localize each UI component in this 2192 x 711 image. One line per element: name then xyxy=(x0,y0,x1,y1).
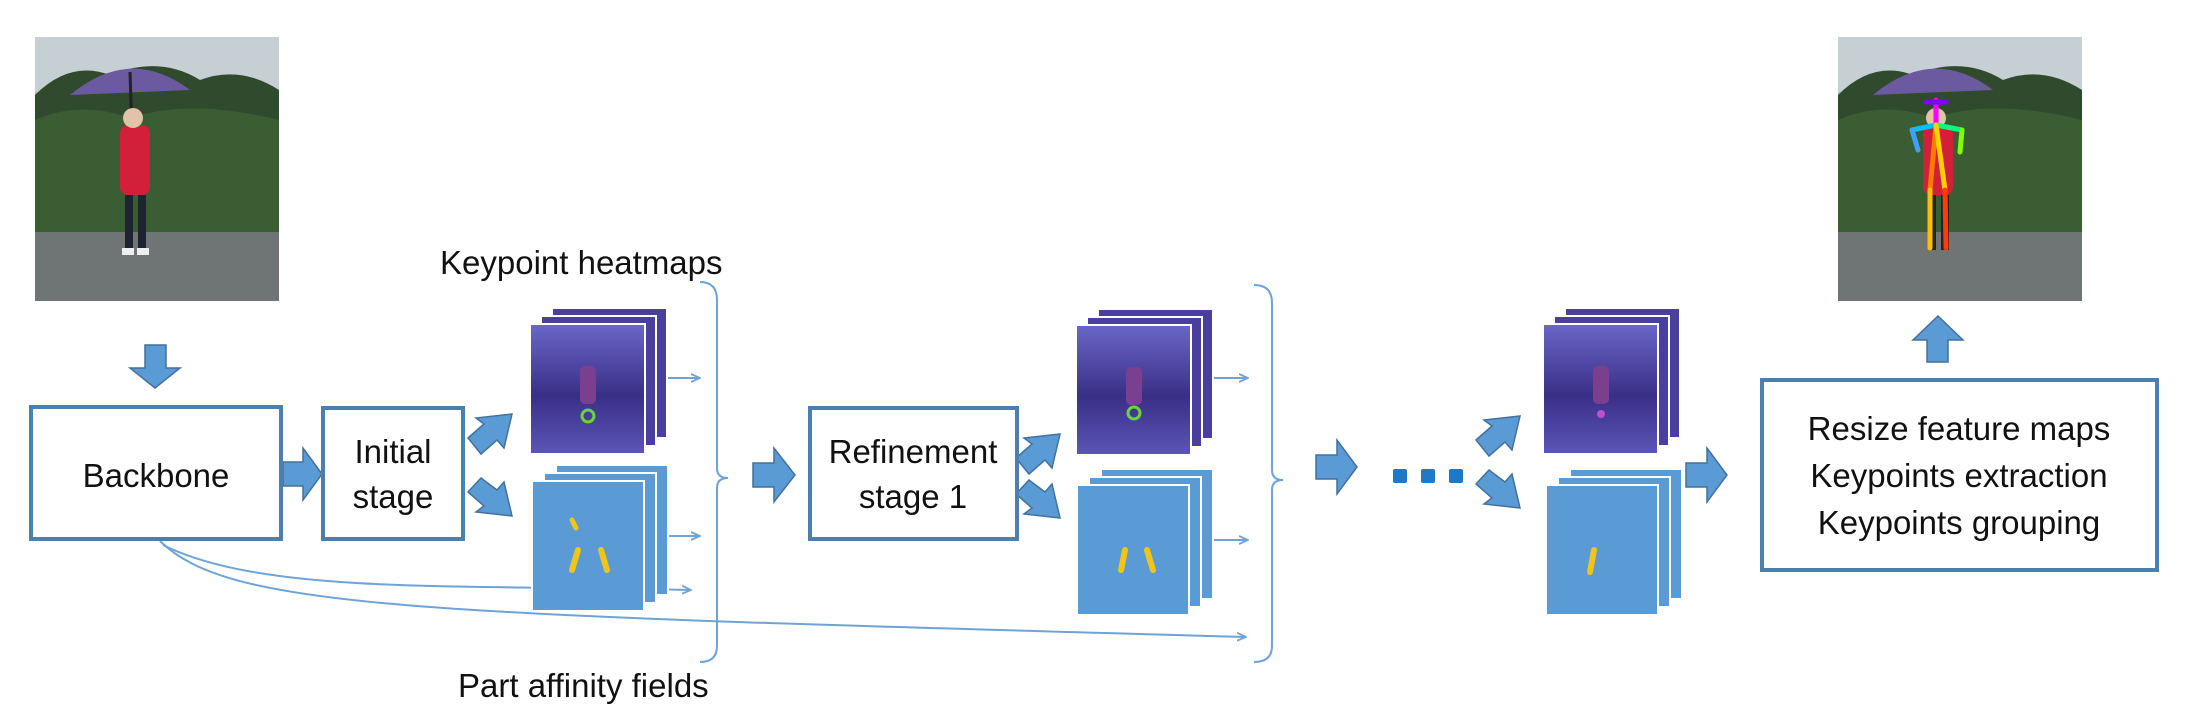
ellipsis-dots-icon xyxy=(1393,469,1463,483)
paf-stack-stageN xyxy=(1545,468,1683,616)
refinement-stage-label-line2: stage 1 xyxy=(859,478,967,515)
bracket-stage1 xyxy=(1253,284,1284,663)
heatmap-stack-stageN xyxy=(1542,307,1681,455)
pose-skeleton xyxy=(1909,97,1965,251)
post-label-line3: Keypoints grouping xyxy=(1818,504,2101,541)
bracket-stage0 xyxy=(699,281,729,663)
post-processing-box: Resize feature maps Keypoints extraction… xyxy=(1760,378,2159,572)
part-affinity-fields-label: Part affinity fields xyxy=(458,667,709,704)
arrow-stage1-to-next xyxy=(1315,437,1358,497)
refinement-stage-box: Refinement stage 1 xyxy=(808,406,1019,541)
paf-stack-stage1 xyxy=(1076,468,1214,616)
arrow-next-to-pafs xyxy=(1474,468,1521,509)
initial-stage-label-line2: stage xyxy=(353,478,434,515)
output-image xyxy=(1838,37,2082,301)
skip-line-to-stage1 xyxy=(159,540,1246,637)
arrow-refinement-to-heatmaps xyxy=(1014,433,1061,476)
arrow-stage0-to-refinement xyxy=(752,445,796,505)
initial-stage-label-line1: Initial xyxy=(354,433,431,470)
input-image xyxy=(35,37,279,301)
post-label-line1: Resize feature maps xyxy=(1808,410,2111,447)
arrow-last-stage-to-post xyxy=(1685,445,1728,505)
arrow-post-to-output xyxy=(1911,314,1965,363)
keypoint-heatmaps-label: Keypoint heatmaps xyxy=(440,244,723,281)
heatmap-stack-stage0 xyxy=(529,307,668,455)
heatmap-stack-stage1 xyxy=(1075,308,1214,456)
arrow-next-to-heatmaps xyxy=(1474,415,1521,458)
arrow-backbone-to-initial xyxy=(282,445,323,503)
arrow-initial-to-heatmaps xyxy=(466,413,513,456)
arrow-initial-to-pafs xyxy=(466,476,513,517)
refinement-stage-label-line1: Refinement xyxy=(829,433,998,470)
backbone-box: Backbone xyxy=(29,405,283,541)
post-label-line2: Keypoints extraction xyxy=(1810,457,2107,494)
backbone-label: Backbone xyxy=(83,457,230,494)
initial-stage-box: Initial stage xyxy=(321,406,465,541)
paf-stack-stage0 xyxy=(531,464,669,612)
arrow-input-to-backbone xyxy=(127,344,183,389)
arrow-refinement-to-pafs xyxy=(1014,478,1061,519)
